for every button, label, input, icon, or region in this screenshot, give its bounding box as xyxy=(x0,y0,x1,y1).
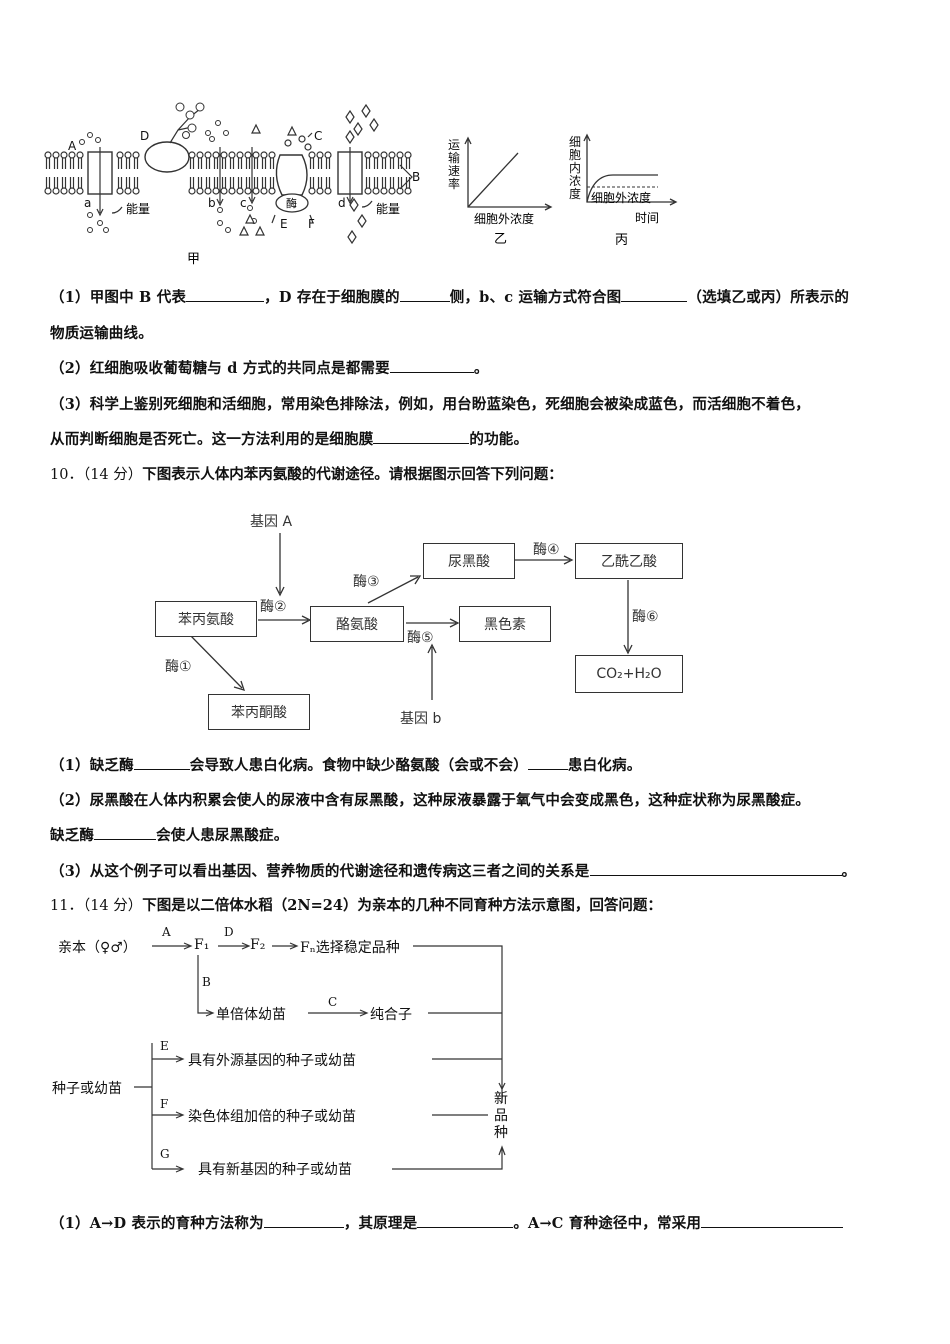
svg-text:b: b xyxy=(208,196,216,210)
q9-part3-line2: 从而判断细胞是否死亡。这一方法利用的是细胞膜的功能。 xyxy=(50,431,529,448)
figure-membrane-transport: A D C B a b c d E F 能量 能量 酶 甲 xyxy=(40,95,740,270)
homogentisic-acid-box: 尿黑酸 xyxy=(423,543,515,579)
svg-text:能量: 能量 xyxy=(126,202,150,216)
melanin-box: 黑色素 xyxy=(459,606,551,642)
parent-label: 亲本（♀♂） xyxy=(58,940,137,956)
new-variety-label: 新品种 xyxy=(494,1091,508,1141)
phenylpyruvic-acid-box: 苯丙酮酸 xyxy=(208,694,310,730)
pure-line-label: 纯合子 xyxy=(370,1007,412,1023)
q9-part2: （2）红细胞吸收葡萄糖与 d 方式的共同点是都需要。 xyxy=(50,360,489,377)
q9-part1-line2: 物质运输曲线。 xyxy=(50,325,153,342)
enzyme-6-label: 酶⑥ xyxy=(632,609,659,625)
svg-text:酶: 酶 xyxy=(286,197,297,210)
q10-flowchart: 苯丙氨酸 酪氨酸 尿黑酸 乙酰乙酸 黑色素 苯丙酮酸 CO₂+H₂O 基因 A … xyxy=(150,505,710,740)
graph-yi: 运输速率 细胞外浓度 乙 xyxy=(440,135,560,250)
graph-yi-xlabel: 细胞外浓度 xyxy=(474,211,534,226)
svg-text:内: 内 xyxy=(569,161,581,175)
fn-label: Fₙ选择稳定品种 xyxy=(300,940,400,956)
seed-label: 种子或幼苗 xyxy=(52,1081,122,1097)
graph-bing-caption: 丙 xyxy=(615,233,628,248)
svg-text:能量: 能量 xyxy=(376,202,400,216)
f2-label: F₂ xyxy=(250,937,266,953)
svg-text:a: a xyxy=(84,196,91,210)
q11-part1: （1）A→D 表示的育种方法称为，其原理是。A→C 育种途径中，常采用 xyxy=(50,1212,844,1233)
q10-part2-line2: 缺乏酶会使人患尿黑酸症。 xyxy=(50,827,289,844)
haploid-label: 单倍体幼苗 xyxy=(216,1007,286,1023)
q10-part1: （1）缺乏酶会导致人患白化病。食物中缺少酪氨酸（会或不会）患白化病。 xyxy=(50,757,642,774)
enzyme-5-label: 酶⑤ xyxy=(407,630,434,646)
svg-text:F: F xyxy=(308,217,315,231)
enzyme-2-label: 酶② xyxy=(260,599,287,615)
q9-part3: （3）科学上鉴别死细胞和活细胞，常用染色排除法，例如，用台盼蓝染色，死细胞会被染… xyxy=(50,396,810,413)
step-g-label: G xyxy=(160,1147,170,1161)
step-e-label: E xyxy=(160,1039,169,1053)
svg-text:d: d xyxy=(338,196,346,210)
q10-part2: （2）尿黑酸在人体内积累会使人的尿液中含有尿黑酸，这种尿液暴露于氧气中会变成黑色… xyxy=(50,792,810,809)
svg-text:率: 率 xyxy=(448,176,460,191)
svg-text:B: B xyxy=(412,170,420,184)
membrane-diagram: A D C B a b c d E F 能量 能量 酶 甲 xyxy=(44,102,420,267)
exogenous-gene-label: 具有外源基因的种子或幼苗 xyxy=(188,1053,356,1069)
new-gene-label: 具有新基因的种子或幼苗 xyxy=(198,1162,352,1178)
acetoacetic-acid-box: 乙酰乙酸 xyxy=(575,543,683,579)
graph-bing-xlabel: 时间 xyxy=(635,211,659,225)
svg-text:输: 输 xyxy=(448,150,460,165)
step-f-label: F xyxy=(160,1097,169,1111)
graph-bing-inner-label: 细胞外浓度 xyxy=(591,190,651,205)
q10-part3: （3）从这个例子可以看出基因、营养物质的代谢途径和遗传病这三者之间的关系是。 xyxy=(50,863,857,880)
svg-text:度: 度 xyxy=(569,186,581,201)
gene-a-label: 基因 A xyxy=(250,514,293,530)
q9-part1: （1）甲图中 B 代表，D 存在于细胞膜的侧，b、c 运输方式符合图（选填乙或丙… xyxy=(50,289,850,306)
co2-water-box: CO₂+H₂O xyxy=(575,655,683,693)
svg-text:C: C xyxy=(314,129,322,143)
doubled-chromosome-label: 染色体组加倍的种子或幼苗 xyxy=(188,1109,356,1125)
phenylalanine-box: 苯丙氨酸 xyxy=(155,601,257,637)
svg-text:甲: 甲 xyxy=(187,252,200,267)
step-a-label: A xyxy=(162,925,171,939)
svg-text:E: E xyxy=(280,217,288,231)
graph-yi-caption: 乙 xyxy=(494,232,507,247)
q11-heading: 11．（14 分）下图是以二倍体水稻（2N=24）为亲本的几种不同育种方法示意图… xyxy=(50,897,662,914)
f1-label: F₁ xyxy=(194,937,210,953)
tyrosine-box: 酪氨酸 xyxy=(310,606,404,642)
step-b-label: B xyxy=(202,975,211,989)
svg-text:A: A xyxy=(68,139,77,153)
enzyme-3-label: 酶③ xyxy=(353,574,380,590)
step-c-label: C xyxy=(328,995,338,1009)
q10-heading: 10．（14 分）下图表示人体内苯丙氨酸的代谢途径。请根据图示回答下列问题： xyxy=(50,466,563,483)
q11-breeding-flowchart: 亲本（♀♂） A F₁ D F₂ Fₙ选择稳定品种 B 单倍体幼苗 C 纯合子 … xyxy=(50,925,520,1178)
enzyme-1-label: 酶① xyxy=(165,659,192,675)
svg-text:D: D xyxy=(140,129,149,143)
step-d-label: D xyxy=(224,925,234,939)
svg-text:细: 细 xyxy=(569,135,581,149)
graph-bing: 细胞内浓度 细胞外浓度 时间 丙 xyxy=(563,130,703,250)
svg-text:运: 运 xyxy=(448,138,460,152)
svg-text:浓: 浓 xyxy=(569,174,581,188)
svg-text:速: 速 xyxy=(448,164,460,178)
gene-b-label: 基因 b xyxy=(400,711,442,727)
svg-text:胞: 胞 xyxy=(569,148,581,162)
enzyme-4-label: 酶④ xyxy=(533,542,560,558)
svg-text:c: c xyxy=(240,196,247,210)
